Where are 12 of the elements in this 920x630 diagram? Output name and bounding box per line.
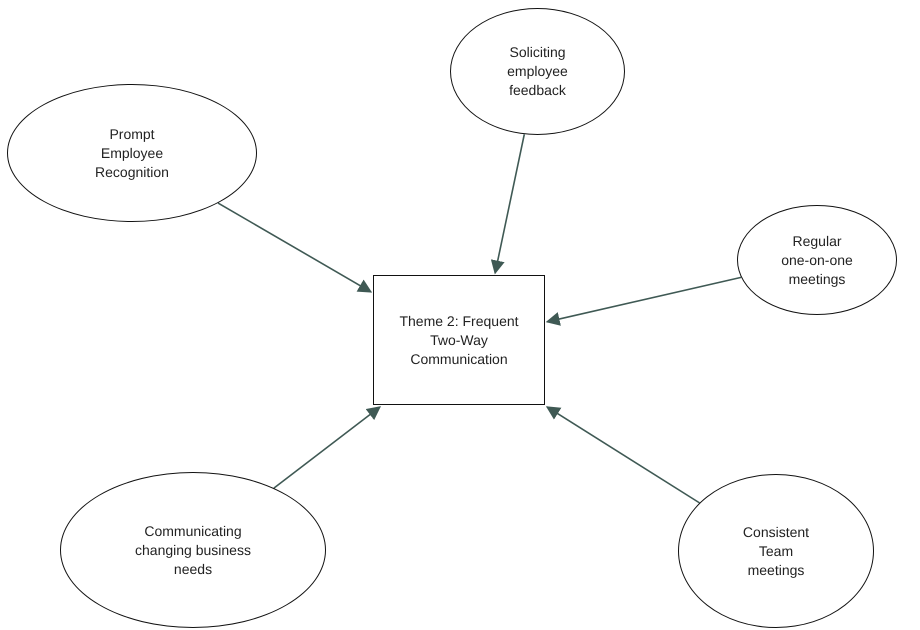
node-label: Consistent Team meetings	[742, 522, 810, 580]
arrow	[273, 406, 381, 489]
node-label: Communicating changing business needs	[134, 522, 252, 578]
node-label: Soliciting employee feedback	[506, 43, 569, 100]
node-label: Theme 2: Frequent Two-Way Communication	[399, 312, 519, 368]
theme-box	[373, 275, 545, 405]
node-label: Regular one-on-one meetings	[780, 232, 854, 288]
node-label: Prompt Employee Recognition	[94, 124, 170, 182]
arrow	[546, 276, 742, 326]
arrow	[546, 406, 700, 504]
arrow	[490, 134, 526, 274]
arrow	[218, 202, 372, 293]
